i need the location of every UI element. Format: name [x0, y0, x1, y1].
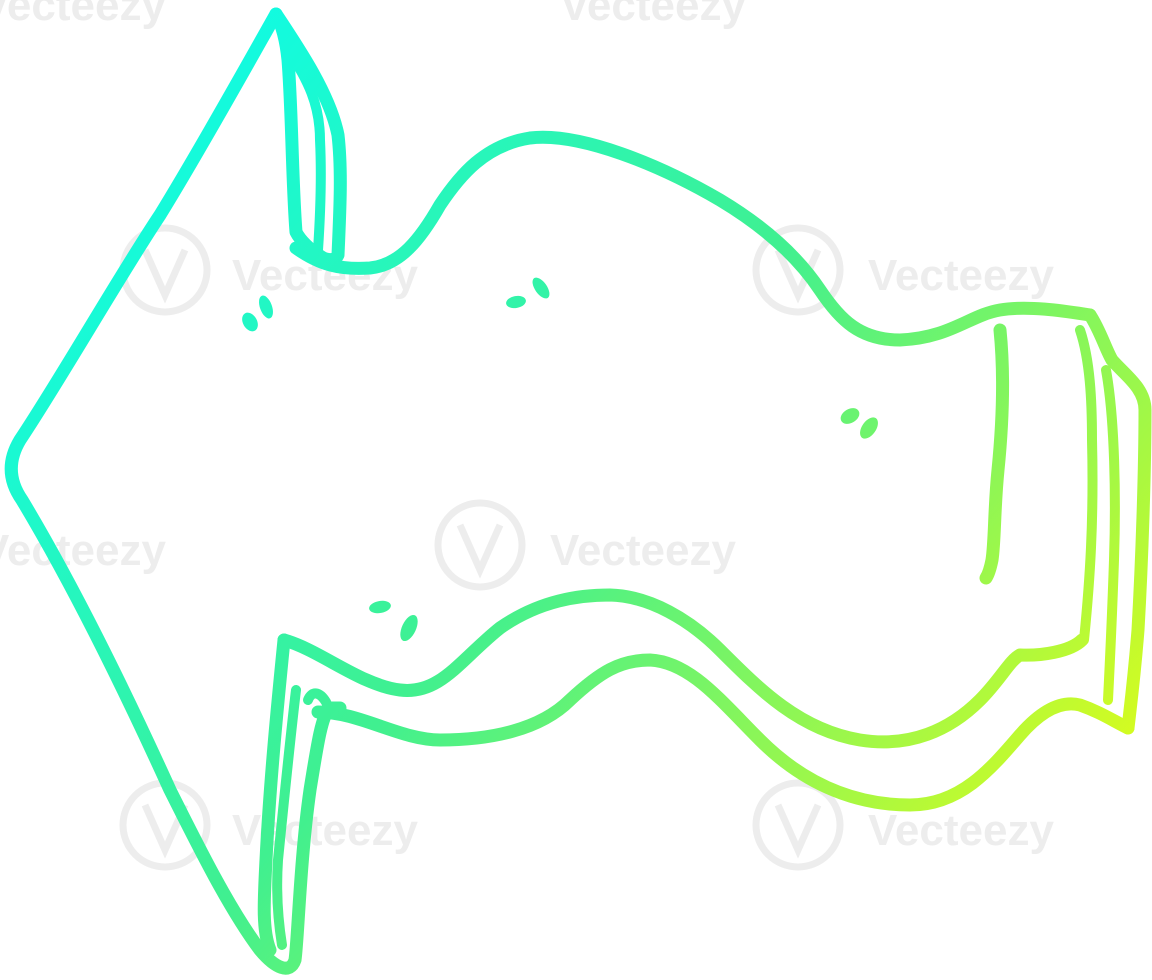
watermark-logo — [752, 779, 844, 871]
shine-mark — [369, 600, 391, 614]
shine-mark — [840, 408, 860, 424]
arrow-shaft-top-edge — [289, 130, 1097, 347]
arrow-head-lower-barb-fold — [303, 688, 333, 718]
shine-mark — [259, 295, 273, 319]
arrow-tail-side — [1101, 365, 1120, 705]
arrow-head-lower-barb-inner — [272, 685, 301, 950]
shine-mark — [242, 312, 258, 332]
watermark-text: Vecteezy — [0, 526, 166, 575]
arrow-tail-inner-edge — [1075, 325, 1098, 645]
watermark-text: Vecteezy — [232, 806, 418, 855]
arrow-head-upper-barb-inner — [283, 45, 326, 255]
arrow-head-lower-barb — [257, 633, 291, 957]
shine-mark — [506, 295, 526, 309]
watermark-text: Vecteezy — [0, 0, 166, 30]
watermark-group: Vecteezy Vecteezy Vecteezy Vecteezy Vect… — [0, 0, 1054, 871]
shine-mark — [532, 277, 550, 299]
shine-mark — [400, 614, 418, 642]
arrow-shaft-bottom-back — [311, 653, 1135, 812]
watermark-text: Vecteezy — [868, 806, 1054, 855]
watermark-text: Vecteezy — [550, 526, 736, 575]
shine-mark — [860, 417, 878, 439]
arrow-outline — [4, 7, 1152, 975]
shine-marks — [242, 277, 878, 642]
arrow-tail-front — [979, 323, 1010, 585]
arrow-tail-back-edge — [1083, 308, 1152, 735]
watermark-text: Vecteezy — [560, 0, 746, 30]
arrow-head-outline — [4, 7, 347, 975]
watermark-logo — [752, 224, 844, 316]
watermark-logo — [434, 499, 526, 591]
watermark-text: Vecteezy — [868, 251, 1054, 300]
arrow-shaft-bottom-front — [277, 588, 1089, 749]
watermark-logo — [119, 224, 211, 316]
